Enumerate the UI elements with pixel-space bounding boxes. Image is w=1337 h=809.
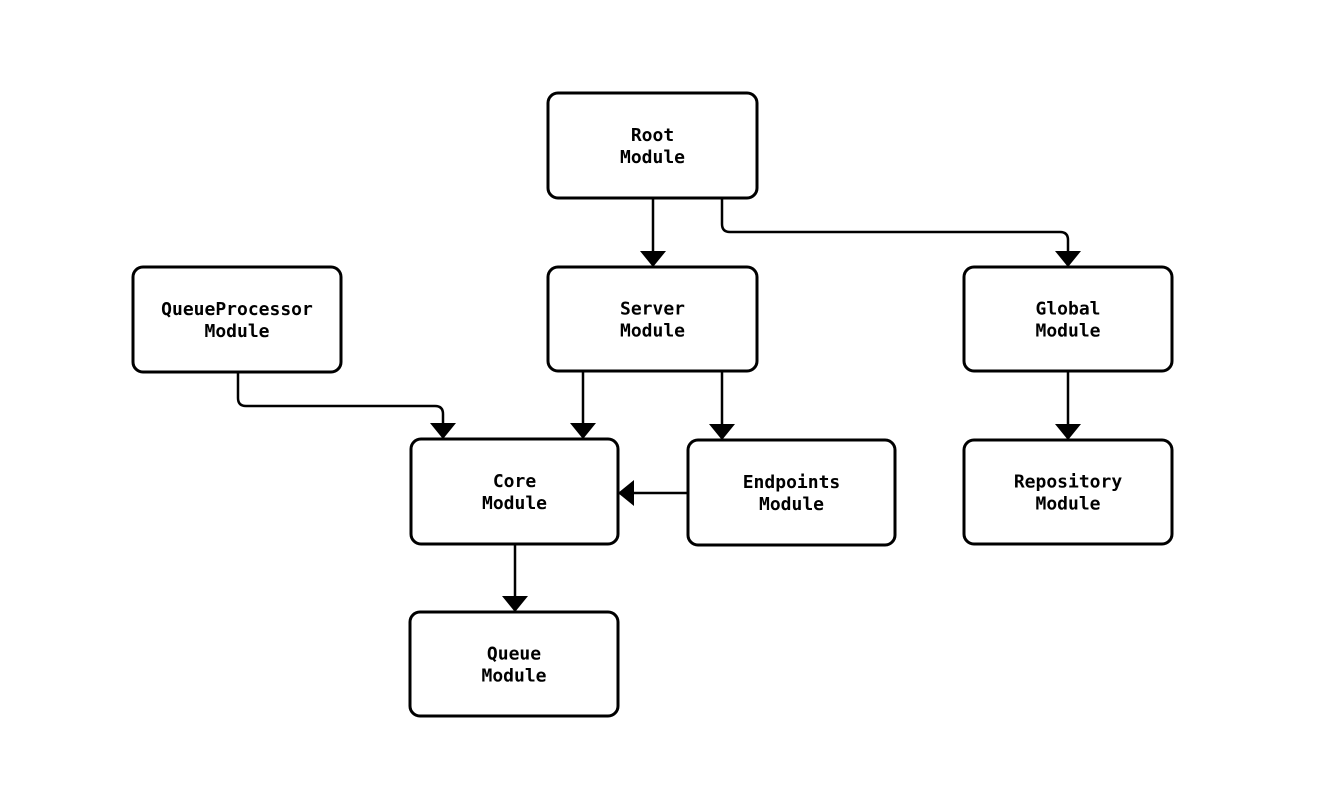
- node-queue-box: [408, 610, 620, 718]
- label-line-1: Server: [620, 298, 685, 319]
- edge-root-to-global: [720, 198, 1081, 267]
- node-queueprocessor-box: [131, 265, 343, 374]
- label-line-2: Module: [204, 321, 269, 342]
- node-server-box: [546, 265, 759, 373]
- label-line-2: Module: [759, 494, 824, 515]
- label-line-1: Root: [631, 125, 674, 146]
- label-line-1: Repository: [1014, 471, 1123, 492]
- node-global-box: [962, 265, 1174, 373]
- label-line-1: Core: [493, 471, 537, 492]
- node-root-box: [546, 91, 759, 200]
- label-line-1: QueueProcessor: [161, 299, 313, 320]
- node-endpoints-box: [686, 438, 897, 547]
- label-line-2: Module: [1035, 493, 1100, 514]
- label-line-2: Module: [481, 665, 546, 686]
- label-line-2: Module: [620, 320, 685, 341]
- label-line-2: Module: [1035, 320, 1100, 341]
- node-core-box: [409, 437, 620, 546]
- label-line-1: Queue: [487, 643, 541, 664]
- label-line-1: Global: [1035, 298, 1100, 319]
- label-line-1: Endpoints: [743, 472, 841, 493]
- label-line-2: Module: [482, 493, 547, 514]
- node-repository-box: [962, 438, 1174, 546]
- label-line-2: Module: [620, 147, 685, 168]
- edge-queueprocessor-to-core: [236, 372, 456, 439]
